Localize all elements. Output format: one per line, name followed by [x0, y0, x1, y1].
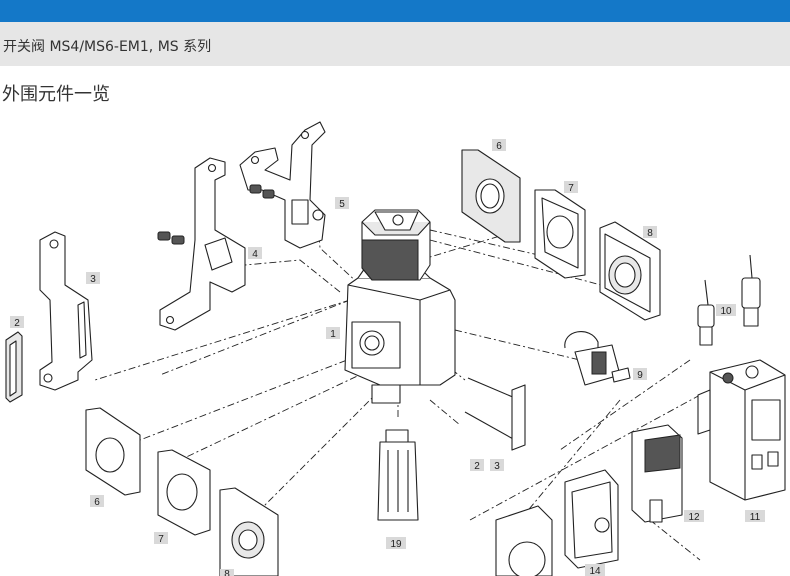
- callout-19: 19: [390, 539, 402, 550]
- callout-6-upper: 6: [496, 141, 502, 152]
- part-9-padlock: [564, 331, 631, 386]
- callout-3-middle: 3: [494, 461, 500, 472]
- callout-12: 12: [688, 512, 700, 523]
- callout-1: 1: [330, 329, 336, 340]
- part-10-connectors: [697, 254, 761, 346]
- callout-7-upper: 7: [568, 183, 574, 194]
- callout-14: 14: [589, 566, 601, 576]
- page-title: 外围元件一览: [2, 84, 110, 105]
- part-1-valve-body: [344, 209, 456, 404]
- part-7-upper-plate: [534, 189, 586, 279]
- callout-6-lower: 6: [94, 497, 100, 508]
- part-2-bracket: [5, 331, 23, 403]
- part-8-upper-module: [599, 221, 661, 321]
- callout-8-lower: 8: [224, 569, 230, 576]
- part-19-silencer: [377, 429, 419, 521]
- pressure-gauge: [495, 505, 553, 576]
- top-accent-bar: [0, 0, 790, 22]
- callout-3-left: 3: [90, 274, 96, 285]
- part-6-upper-cover: [461, 149, 521, 243]
- callout-5: 5: [339, 199, 345, 210]
- callout-2-middle: 2: [474, 461, 480, 472]
- callout-9: 9: [637, 370, 643, 381]
- part-3-mounting-bracket: [39, 231, 93, 391]
- callout-2-left: 2: [14, 318, 20, 329]
- callout-11: 11: [750, 512, 761, 523]
- callout-7-lower: 7: [158, 534, 164, 545]
- part-8-lower-module: [219, 487, 279, 576]
- callout-10: 10: [720, 306, 732, 317]
- callout-4: 4: [252, 249, 258, 260]
- part-4-wall-bracket: [157, 157, 246, 331]
- part-14-selector-module: [564, 469, 619, 569]
- callout-labels: 1 2 3 4 5 6 7 8 9 10 11 12 14 19 2 3 6: [10, 139, 765, 576]
- callout-8-upper: 8: [647, 228, 653, 239]
- part-5-bracket: [239, 121, 326, 249]
- part-6-lower-cover: [85, 407, 141, 496]
- part-11-sensor-box: [697, 359, 786, 501]
- section-header: 开关阀 MS4/MS6-EM1, MS 系列: [0, 22, 790, 66]
- section-header-title: 开关阀 MS4/MS6-EM1, MS 系列: [3, 39, 212, 55]
- part-2-3-tie-rods: [464, 377, 526, 451]
- part-12-indicator-module: [631, 424, 683, 523]
- part-7-lower-plate: [157, 449, 211, 536]
